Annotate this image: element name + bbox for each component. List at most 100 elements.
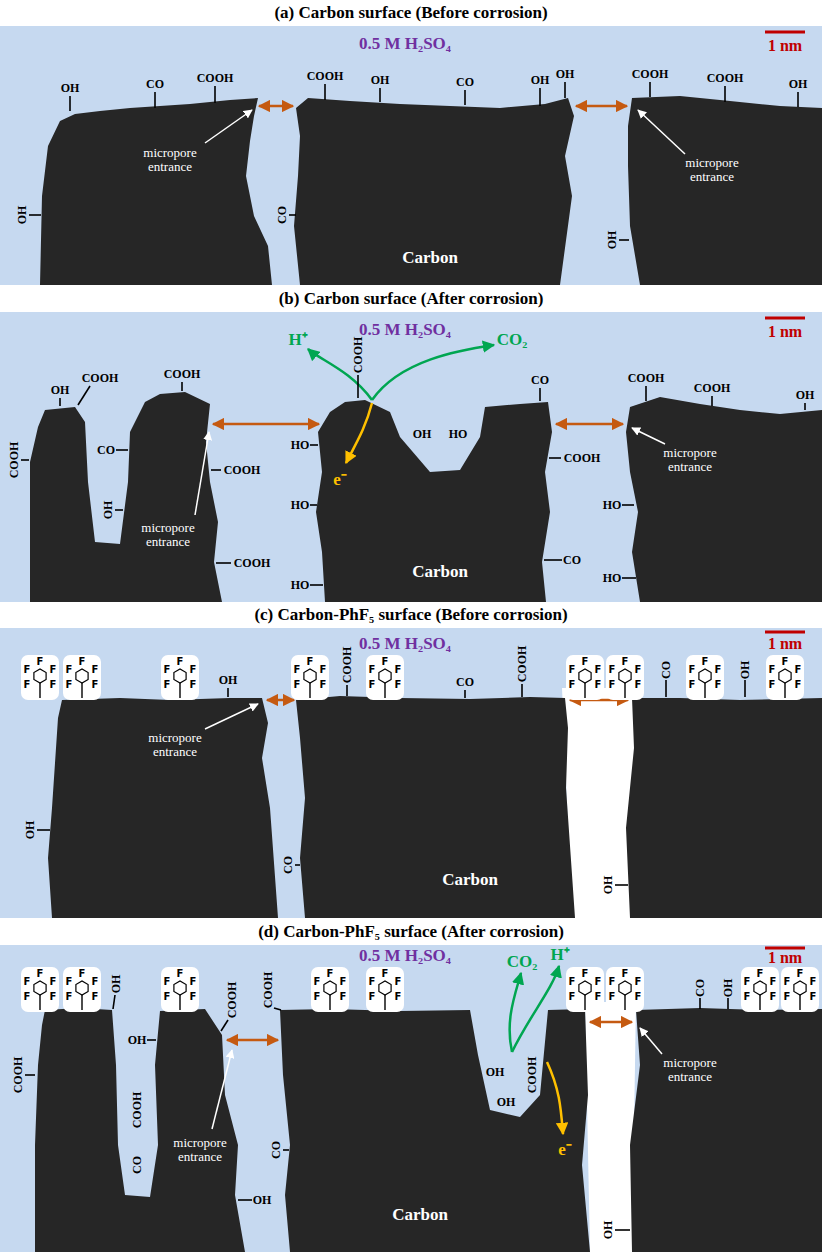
electrolyte-label: 0.5 M H₂SO₄ <box>359 634 451 654</box>
fluorine-atom: F <box>582 656 589 667</box>
carbon-label: Carbon <box>402 248 458 268</box>
bond-stub <box>615 1229 630 1231</box>
functional-group: OH <box>605 231 620 250</box>
pore-label: micropore entrance <box>128 521 208 550</box>
functional-group: OH <box>51 383 70 398</box>
aryl-bond <box>384 995 385 1010</box>
bond-stub <box>521 684 523 697</box>
functional-group: OH <box>601 1221 616 1240</box>
fluorine-atom: F <box>340 975 347 986</box>
functional-group: OH <box>219 673 238 688</box>
fluorine-atom: F <box>689 663 696 674</box>
bond-stub <box>295 864 300 866</box>
functional-group: COOH <box>628 371 665 386</box>
fluorine-atom: F <box>395 678 402 689</box>
functional-group: COOH <box>564 451 601 466</box>
electron-label: e⁻ <box>558 1137 572 1160</box>
bond-stub <box>238 1199 252 1201</box>
functional-group: CO <box>456 75 474 90</box>
fluorine-atom: F <box>635 678 642 689</box>
benzene-ring <box>754 981 766 995</box>
molecule-blob <box>566 967 604 1012</box>
bond-stub <box>357 375 359 398</box>
functional-group: COOH <box>515 646 530 683</box>
fluorine-atom: F <box>382 656 389 667</box>
fluorine-atom: F <box>635 990 642 1001</box>
panel-heading: (a) Carbon surface (Before corrosion) <box>0 3 822 23</box>
fluorine-atom: F <box>79 968 86 979</box>
functional-group: OH <box>253 1193 272 1208</box>
benzene-ring <box>379 669 391 683</box>
functional-group: CO <box>146 77 164 92</box>
functional-group: OH <box>15 206 30 225</box>
fluorine-atom: F <box>609 678 616 689</box>
aryl-bond <box>584 995 585 1010</box>
fluorine-atom: F <box>24 663 31 674</box>
benzene-ring <box>579 669 591 683</box>
fluorine-atom: F <box>595 678 602 689</box>
fluorine-atom: F <box>770 990 777 1001</box>
aryl-bond <box>704 683 705 698</box>
aryl-bond <box>179 683 180 698</box>
bond-stub <box>699 998 701 1009</box>
bond-stub <box>274 1008 281 1010</box>
fluorine-atom: F <box>50 663 57 674</box>
functional-group: OH <box>23 821 38 840</box>
fluorine-atom: F <box>395 663 402 674</box>
electrolyte-label: 0.5 M H₂SO₄ <box>359 320 451 340</box>
fluorine-atom: F <box>164 663 171 674</box>
pore-label: micropore entrance <box>650 446 730 475</box>
fluorine-atom: F <box>164 990 171 1001</box>
product-label: H⁺ <box>550 942 569 965</box>
fluorine-atom: F <box>609 663 616 674</box>
fluorine-atom: F <box>569 678 576 689</box>
fluorine-atom: F <box>622 656 629 667</box>
benzene-ring <box>76 981 88 995</box>
fluorine-atom: F <box>320 663 327 674</box>
fluorine-atom: F <box>569 663 576 674</box>
scale-label: 1 nm <box>768 37 802 55</box>
fluorine-atom: F <box>689 678 696 689</box>
aryl-bond <box>624 995 625 1010</box>
molecule-blob <box>366 967 404 1012</box>
fluorine-atom: F <box>190 678 197 689</box>
carbon-d <box>35 1002 822 1252</box>
aryl-bond <box>624 683 625 698</box>
bond-stub <box>464 690 466 698</box>
fluorine-atom: F <box>92 663 99 674</box>
pore-label: micropore entrance <box>672 156 752 185</box>
fluorine-atom: F <box>784 975 791 986</box>
fluorine-atom: F <box>795 663 802 674</box>
benzene-ring <box>699 669 711 683</box>
bond-stub <box>665 680 667 697</box>
bond-stub <box>464 90 466 105</box>
functional-group: COOH <box>307 69 344 84</box>
functional-group: HO <box>603 498 622 513</box>
aryl-bond <box>309 683 310 698</box>
bond-stub <box>711 396 713 406</box>
bond-stub <box>797 92 799 107</box>
functional-group: OH <box>721 979 736 998</box>
fluorine-atom: F <box>795 678 802 689</box>
fluorine-atom: F <box>66 663 73 674</box>
fluorine-atom: F <box>190 663 197 674</box>
aryl-bond <box>81 995 82 1010</box>
fluorine-atom: F <box>50 990 57 1001</box>
fluorine-atom: F <box>622 968 629 979</box>
functional-group: COOH <box>197 71 234 86</box>
aryl-bond <box>81 683 82 698</box>
functional-group: CO <box>531 373 549 388</box>
functional-group: COOH <box>225 982 240 1019</box>
product-label: CO₂ <box>507 952 538 972</box>
fluorine-atom: F <box>715 678 722 689</box>
fluorine-atom: F <box>340 990 347 1001</box>
functional-group: OH <box>61 81 80 96</box>
fluorine-atom: F <box>177 656 184 667</box>
benzene-ring <box>619 981 631 995</box>
benzene-ring <box>174 981 186 995</box>
bond-stub <box>21 459 29 461</box>
fluorine-atom: F <box>609 975 616 986</box>
aryl-bond <box>39 683 40 698</box>
fluorine-atom: F <box>294 678 301 689</box>
bond-stub <box>211 469 221 471</box>
